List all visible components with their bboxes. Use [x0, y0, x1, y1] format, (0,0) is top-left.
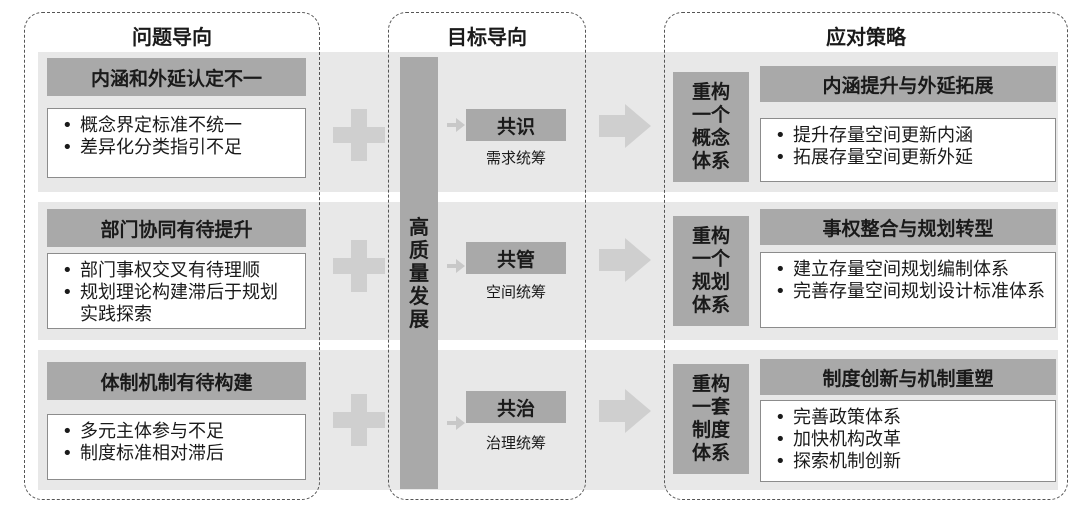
goal-sub-2: 空间统筹: [485, 283, 546, 301]
goal-label-1: 共识: [466, 109, 566, 141]
strategy-item: 加快机构改革: [775, 429, 1045, 451]
small-arrow-icon: [447, 416, 465, 430]
plus-icon: [333, 394, 385, 446]
problem-title-3: 体制机制有待构建: [47, 362, 306, 400]
problem-title-2: 部门协同有待提升: [47, 209, 306, 247]
goal-column-title: 目标导向: [447, 25, 527, 49]
strategy-item: 提升存量空间更新内涵: [775, 125, 1045, 147]
problem-item: 规划理论构建滞后于规划实践探索: [62, 282, 295, 326]
goal-sub-3: 治理统筹: [485, 434, 546, 452]
strategy-column-title: 应对策略: [826, 25, 906, 49]
goal-label-2: 共管: [466, 242, 566, 274]
strategy-title-1: 内涵提升与外延拓展: [760, 66, 1056, 102]
goal-sub-1: 需求统筹: [485, 149, 546, 167]
big-arrow-icon: [599, 104, 651, 148]
strategy-item: 完善政策体系: [775, 407, 1045, 429]
quality-development-label: 高质量发展: [409, 214, 429, 331]
goal-frame: [388, 12, 586, 500]
big-arrow-icon: [599, 238, 651, 282]
rebuild-box-2: 重构一个规划体系: [673, 216, 749, 326]
problem-column-title: 问题导向: [132, 25, 212, 49]
small-arrow-icon: [447, 259, 465, 273]
problem-item: 制度标准相对滞后: [62, 443, 295, 465]
small-arrow-icon: [447, 118, 465, 132]
strategy-list-2: 建立存量空间规划编制体系 完善存量空间规划设计标准体系: [760, 252, 1056, 328]
problem-list-3: 多元主体参与不足 制度标准相对滞后: [47, 414, 306, 480]
strategy-list-1: 提升存量空间更新内涵 拓展存量空间更新外延: [760, 118, 1056, 182]
problem-frame: [24, 12, 320, 500]
rebuild-box-1: 重构一个概念体系: [673, 72, 749, 182]
rebuild-box-3: 重构一套制度体系: [673, 364, 749, 474]
problem-list-2: 部门事权交叉有待理顺 规划理论构建滞后于规划实践探索: [47, 253, 306, 329]
strategy-title-2: 事权整合与规划转型: [760, 209, 1056, 245]
strategy-item: 建立存量空间规划编制体系: [775, 259, 1045, 281]
problem-title-1: 内涵和外延认定不一: [47, 58, 306, 96]
big-arrow-icon: [599, 389, 651, 433]
strategy-list-3: 完善政策体系 加快机构改革 探索机制创新: [760, 400, 1056, 482]
strategy-item: 完善存量空间规划设计标准体系: [775, 281, 1045, 303]
plus-icon: [333, 109, 385, 161]
goal-label-3: 共治: [466, 391, 566, 423]
strategy-title-3: 制度创新与机制重塑: [760, 359, 1056, 395]
problem-item: 多元主体参与不足: [62, 421, 295, 443]
problem-item: 差异化分类指引不足: [62, 137, 295, 159]
problem-item: 部门事权交叉有待理顺: [62, 260, 295, 282]
problem-list-1: 概念界定标准不统一 差异化分类指引不足: [47, 108, 306, 178]
strategy-item: 探索机制创新: [775, 451, 1045, 473]
problem-item: 概念界定标准不统一: [62, 115, 295, 137]
plus-icon: [333, 240, 385, 292]
strategy-frame: [664, 12, 1068, 500]
strategy-item: 拓展存量空间更新外延: [775, 147, 1045, 169]
quality-development-bar: 高质量发展: [400, 57, 438, 489]
